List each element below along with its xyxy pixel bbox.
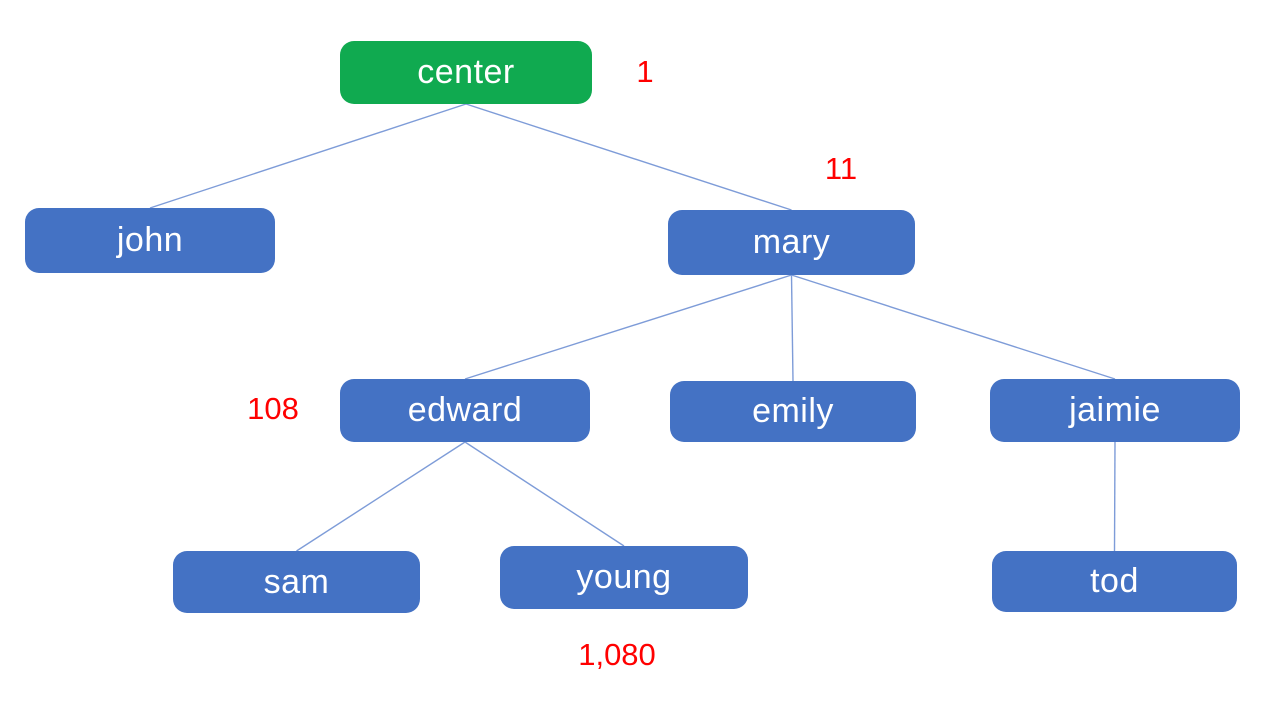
tree-node-emily: emily <box>670 381 916 442</box>
edge-jaimie-tod <box>1113 441 1116 552</box>
edge-center-john <box>149 103 467 209</box>
edge-mary-emily <box>790 274 794 382</box>
edge-edward-young <box>464 441 625 547</box>
edge-mary-jaimie <box>791 274 1116 380</box>
edge-mary-edward <box>464 274 792 380</box>
tree-node-center: center <box>340 41 592 104</box>
annotation-label: 108 <box>247 391 299 426</box>
tree-node-tod: tod <box>992 551 1237 612</box>
tree-node-edward: edward <box>340 379 590 442</box>
tree-node-jaimie: jaimie <box>990 379 1240 442</box>
annotation-label: 1,080 <box>578 637 656 672</box>
tree-node-mary: mary <box>668 210 915 275</box>
tree-node-young: young <box>500 546 748 609</box>
edge-edward-sam <box>296 441 466 552</box>
annotation-label: 1 <box>636 54 654 89</box>
annotation-label: 11 <box>824 151 858 186</box>
tree-node-john: john <box>25 208 275 273</box>
edge-center-mary <box>465 103 792 211</box>
tree-node-sam: sam <box>173 551 420 613</box>
